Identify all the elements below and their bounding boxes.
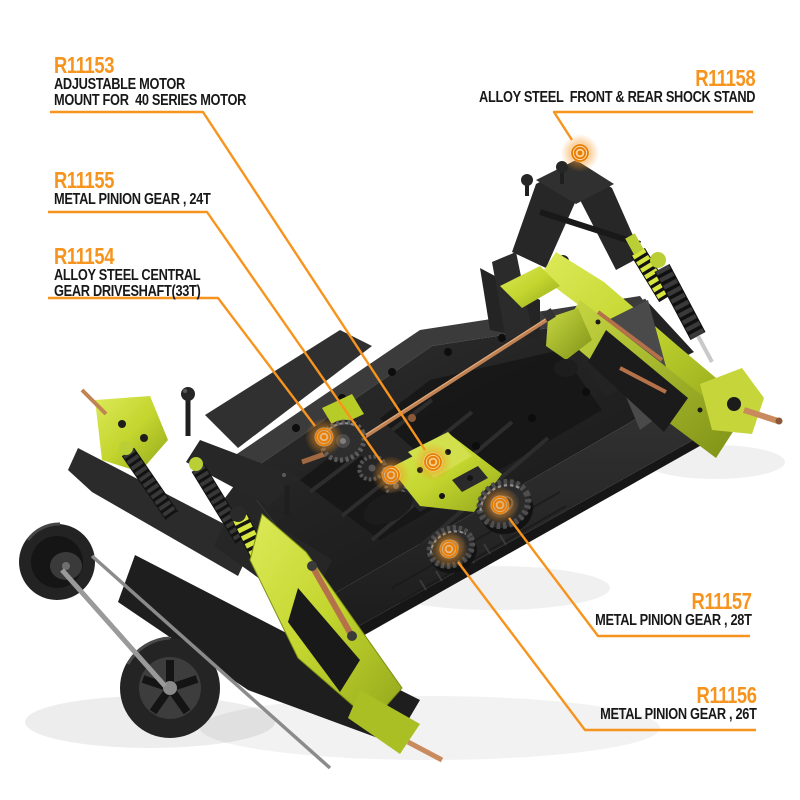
part-description-line: METAL PINION GEAR , 24T	[54, 191, 211, 208]
rear-shock-yellow	[625, 233, 673, 303]
part-description-line: ALLOY STEEL FRONT & REAR SHOCK STAND	[478, 89, 755, 106]
part-description-line: METAL PINION GEAR , 28T	[595, 612, 753, 629]
front-suspension-assembly	[19, 255, 569, 770]
callout-r11156: R11156 METAL PINION GEAR , 26T	[561, 682, 758, 723]
rear-suspension-assembly	[480, 160, 783, 458]
part-number: R11158	[694, 65, 755, 91]
leader-line-r11155	[48, 210, 383, 464]
front-shock-black-1	[119, 441, 179, 521]
callout-r11155: R11155 METAL PINION GEAR , 24T	[54, 168, 250, 208]
rear-shock-black	[650, 252, 714, 363]
steering-link-rod	[90, 554, 332, 770]
leader-line-r11154	[48, 296, 316, 427]
callout-markers	[305, 134, 599, 568]
part-description-line: MOUNT FOR 40 SERIES MOTOR	[54, 91, 246, 109]
part-description-line: METAL PINION GEAR , 26T	[600, 706, 758, 723]
center-knuckle	[546, 308, 592, 360]
camber-link	[539, 209, 641, 247]
rear-axle-stub	[743, 407, 779, 424]
leader-line-r11157	[508, 517, 750, 638]
leader-line-r11158	[552, 110, 753, 141]
callout-r11157: R11157 METAL PINION GEAR , 28T	[556, 588, 753, 629]
part-number: R11157	[691, 588, 752, 614]
marker-r11156	[430, 530, 468, 568]
callout-r11154: R11154 ALLOY STEEL CENTRAL GEAR DRIVESHA…	[54, 244, 237, 299]
central-driveshaft	[353, 316, 551, 446]
front-hub	[348, 690, 420, 754]
rear-shock-tower	[512, 164, 642, 270]
front-top-plate	[205, 330, 372, 448]
front-wheel-upper	[19, 522, 95, 600]
leader-line-r11156	[457, 561, 756, 732]
front-dogbone-shaft	[309, 564, 355, 638]
front-shock-black-2	[189, 457, 249, 544]
part-number: R11153	[54, 52, 115, 78]
marker-r11154	[305, 418, 343, 456]
part-description-line: ADJUSTABLE MOTOR	[54, 76, 185, 93]
marker-r11155	[372, 456, 410, 494]
leader-lines	[48, 110, 756, 732]
marker-r11153	[414, 443, 452, 481]
part-number: R11154	[54, 243, 115, 269]
front-bulkhead	[95, 396, 168, 472]
part-number: R11155	[54, 167, 115, 193]
part-number: R11156	[696, 682, 757, 708]
front-axle-rod	[60, 568, 167, 688]
marker-r11158	[561, 134, 599, 172]
callout-r11153: R11153 ADJUSTABLE MOTOR MOUNT FOR 40 SER…	[54, 53, 294, 108]
part-description-line: GEAR DRIVESHAFT(33T)	[54, 282, 201, 300]
part-description-line: ALLOY STEEL CENTRAL	[54, 267, 201, 284]
marker-r11157	[481, 486, 519, 524]
leader-line-r11153	[50, 110, 427, 451]
callout-r11158: R11158 ALLOY STEEL FRONT & REAR SHOCK ST…	[410, 65, 756, 106]
